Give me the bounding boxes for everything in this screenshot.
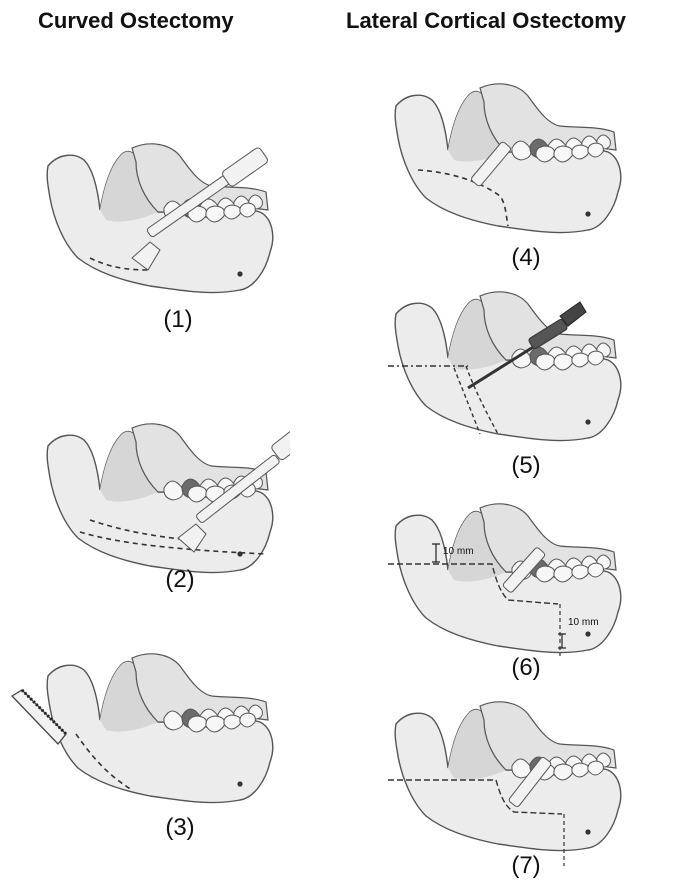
step-3-illustration: [40, 650, 280, 810]
step-5-label: (5): [486, 452, 566, 480]
step-7-label: (7): [486, 852, 566, 880]
step-2-illustration: [40, 420, 290, 580]
lateral-cortical-ostectomy-title: Lateral Cortical Ostectomy: [346, 8, 626, 34]
step-1-label: (1): [138, 306, 218, 334]
ramus-measurement-label: 10 mm: [443, 546, 474, 557]
step-5-illustration: [388, 288, 628, 448]
step-4-label: (4): [486, 244, 566, 272]
body-measurement-label: 10 mm: [568, 617, 599, 628]
step-2-label: (2): [140, 566, 220, 594]
step-4-illustration: [388, 80, 628, 240]
step-1-illustration: [40, 140, 280, 300]
step-6-illustration: [388, 500, 628, 670]
step-6-label: (6): [486, 654, 566, 682]
saw-blade: [8, 686, 70, 748]
step-7-illustration: [388, 698, 628, 868]
step-3-label: (3): [140, 814, 220, 842]
curved-ostectomy-title: Curved Ostectomy: [38, 8, 234, 34]
